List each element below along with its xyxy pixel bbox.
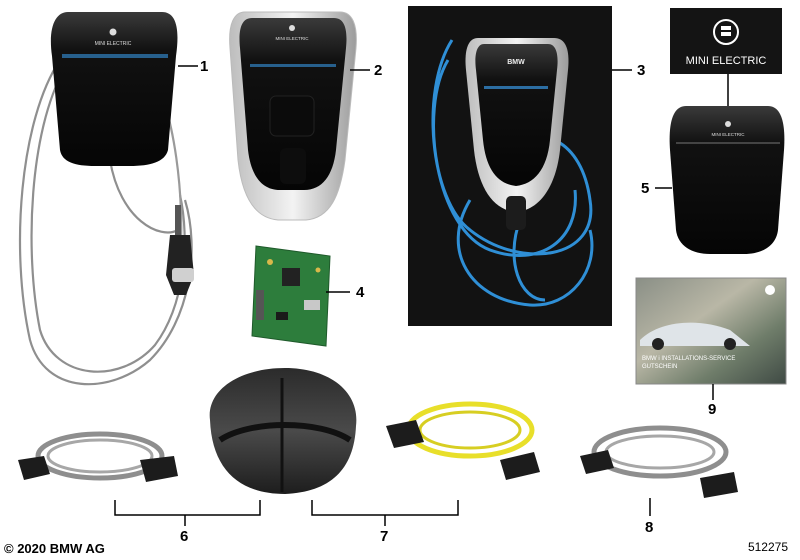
wallbox-part-3-panel: BMW [408, 6, 612, 326]
brochure-part-9: BMW i INSTALLATIONS-SERVICE GUTSCHEIN [635, 277, 787, 385]
part-5-brand-label: MINI ELECTRIC [711, 132, 745, 137]
cable-part-7 [386, 401, 540, 480]
cable-part-8 [580, 425, 738, 498]
part-1-brand-label: MINI ELECTRIC [95, 41, 132, 47]
callout-9: 9 [708, 401, 717, 418]
callout-8: 8 [645, 519, 654, 536]
callout-7: 7 [380, 528, 389, 545]
wallbox-part-1: MINI ELECTRIC [18, 12, 194, 386]
cover-part-5: MINI ELECTRIC [669, 106, 785, 254]
mini-logo-panel: MINI ELECTRIC [670, 8, 782, 74]
storage-bag [209, 368, 357, 494]
callout-6: 6 [180, 528, 189, 545]
callout-5: 5 [641, 180, 650, 197]
copyright-text: © 2020 BMW AG [4, 541, 105, 556]
callout-1: 1 [200, 58, 209, 75]
callout-3: 3 [637, 62, 646, 79]
callout-4: 4 [356, 284, 365, 301]
wallbox-part-2: MINI ELECTRIC [229, 11, 357, 221]
diagram-id: 512275 [747, 540, 788, 554]
callout-2: 2 [374, 62, 383, 79]
mini-logo-text: MINI ELECTRIC [686, 55, 767, 67]
part-2-brand-label: MINI ELECTRIC [275, 36, 309, 41]
circuit-board-part-4 [251, 245, 331, 347]
cable-part-6 [18, 431, 178, 482]
brochure-line-1: BMW i INSTALLATIONS-SERVICE [642, 356, 735, 362]
brochure-line-2: GUTSCHEIN [642, 364, 677, 370]
part-3-brand-label: BMW [507, 59, 525, 66]
